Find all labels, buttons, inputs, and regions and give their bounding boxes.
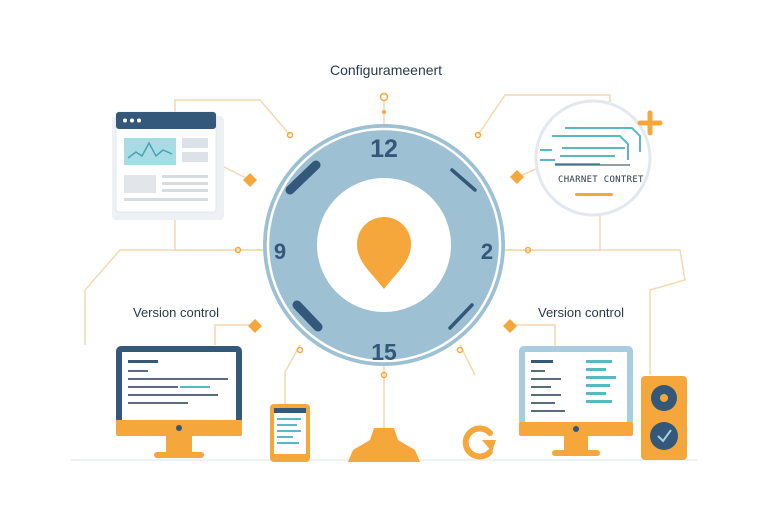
- speaker-icon: [641, 376, 687, 460]
- version-control-label-left: Version control: [133, 305, 219, 320]
- monitor-left-icon: [116, 346, 242, 458]
- clock-number-right: 2: [481, 239, 493, 264]
- refresh-icon: [462, 425, 496, 460]
- base-stand-icon: [348, 428, 420, 462]
- clock-number-left: 9: [274, 239, 286, 264]
- tablet-icon: [270, 404, 310, 462]
- config-chip-badge: [534, 99, 663, 217]
- chip-badge-label: CHARNET CONTRET: [558, 175, 644, 185]
- clock-number-top: 12: [370, 135, 398, 163]
- browser-window-icon: [112, 111, 224, 220]
- monitor-right-icon: [519, 346, 633, 456]
- clock-hand-top-left: [285, 160, 321, 195]
- clock-number-bottom: 15: [371, 339, 397, 365]
- plus-icon: [637, 110, 663, 136]
- version-control-label-right: Version control: [538, 305, 624, 320]
- connector-nodes: [234, 92, 532, 379]
- diagram-title: Configurameenert: [330, 62, 443, 78]
- clock-hand-bottom-left: [292, 300, 323, 332]
- clock-hand-bottom-right: [448, 303, 474, 330]
- clock-hand-top-right: [450, 168, 477, 192]
- location-pin-icon: [357, 217, 411, 289]
